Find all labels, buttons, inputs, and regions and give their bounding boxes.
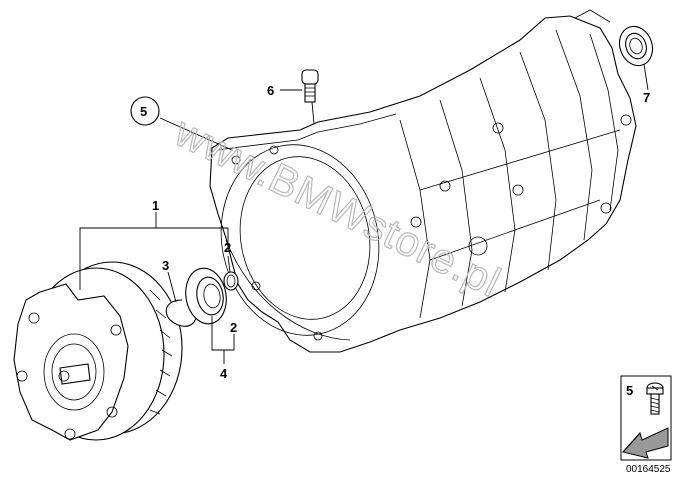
gearbox-housing-icon	[209, 9, 637, 353]
label-part-2-upper: 2	[224, 240, 231, 255]
label-circle-5	[130, 96, 160, 126]
shaft-seal-icon	[618, 25, 654, 67]
label-part-7: 7	[643, 90, 650, 105]
document-number: 00164525	[626, 464, 671, 475]
label-part-3: 3	[162, 258, 169, 273]
direction-arrow-icon	[622, 427, 669, 459]
o-ring-icon	[223, 271, 239, 291]
label-part-1: 1	[152, 198, 159, 213]
label-part-4: 4	[220, 366, 228, 381]
torque-converter-icon	[13, 261, 183, 441]
bolt-icon	[646, 382, 664, 415]
leader-lines	[79, 63, 649, 364]
label-part-5: 5	[140, 104, 147, 119]
legend-box: 5	[620, 375, 672, 461]
label-part-6: 6	[267, 83, 274, 98]
legend-label-5: 5	[626, 383, 633, 398]
breather-plug-icon	[301, 69, 319, 103]
label-part-2-lower: 2	[230, 320, 237, 335]
seal-ring-icon	[185, 267, 227, 325]
